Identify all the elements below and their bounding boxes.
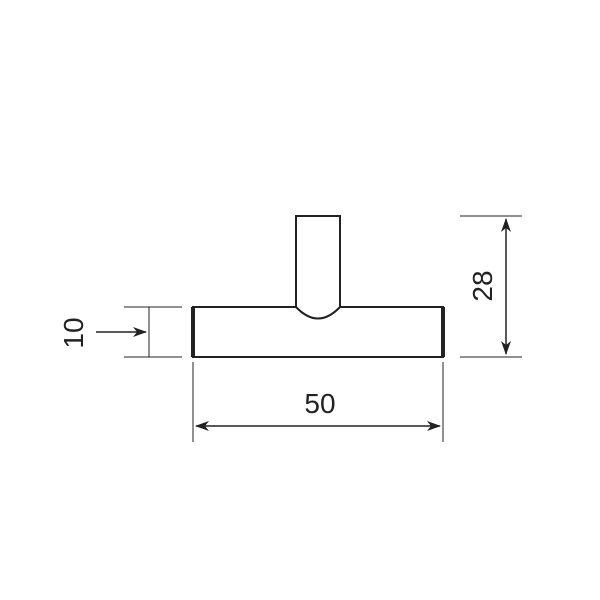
height-dimension (460, 215, 522, 358)
height-label: 28 (467, 270, 498, 301)
thickness-dimension (96, 306, 182, 358)
thickness-label: 10 (58, 317, 89, 348)
web-outline (295, 215, 341, 307)
t-profile-shape (191, 215, 445, 358)
flange-outline (192, 306, 444, 358)
width-dimension (192, 362, 444, 442)
width-label: 50 (304, 388, 335, 419)
